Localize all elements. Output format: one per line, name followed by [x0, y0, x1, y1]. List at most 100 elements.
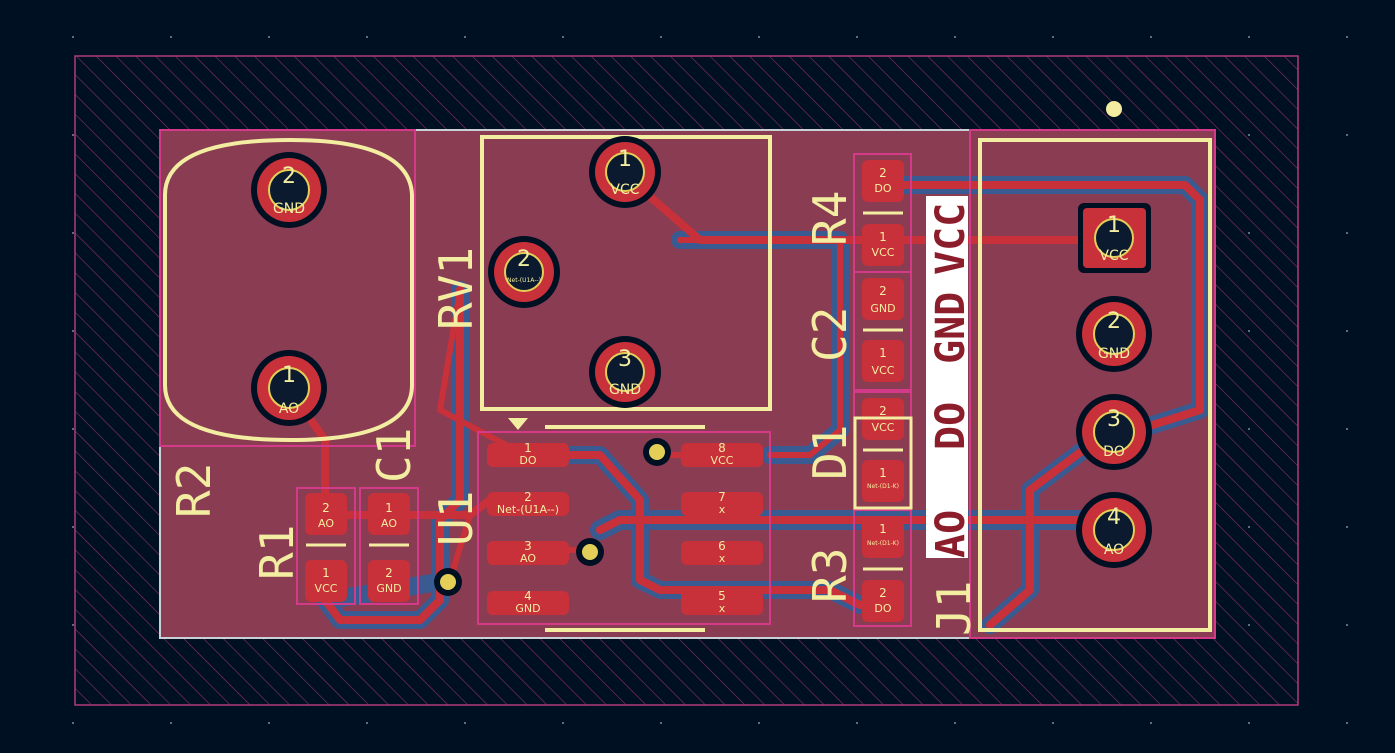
svg-text:2: 2	[322, 501, 330, 515]
svg-text:Net-(U1A--): Net-(U1A--)	[507, 277, 541, 284]
keepout-zone	[74, 55, 1299, 706]
svg-text:5: 5	[718, 589, 726, 603]
connector-label-plate	[926, 196, 968, 558]
vias	[434, 101, 1122, 596]
label-do: DO	[928, 402, 974, 450]
r1-pad-2[interactable]: 2 AO	[305, 493, 347, 535]
ref-d1: D1	[803, 425, 857, 480]
rv1-pad-2[interactable]: 2 Net-(U1A--)	[488, 236, 560, 308]
svg-text:3: 3	[1107, 407, 1121, 432]
j1-pad-4[interactable]: 4 AO	[1076, 492, 1152, 568]
ref-r2: R2	[167, 463, 221, 518]
u1-pad-1[interactable]: 1 DO	[487, 441, 569, 467]
svg-text:1: 1	[282, 363, 296, 388]
svg-text:1: 1	[618, 147, 632, 172]
rv1-pad-3[interactable]: 3 GND	[589, 336, 661, 408]
svg-text:7: 7	[718, 490, 726, 504]
c1-pad-1[interactable]: 1 AO	[368, 493, 410, 535]
svg-text:GND: GND	[273, 201, 305, 217]
svg-text:6: 6	[718, 539, 726, 553]
svg-text:AO: AO	[279, 401, 299, 417]
svg-text:GND: GND	[1098, 346, 1130, 362]
svg-text:VCC: VCC	[315, 582, 338, 595]
svg-text:AO: AO	[1104, 542, 1124, 558]
svg-text:2: 2	[385, 566, 393, 580]
svg-text:VCC: VCC	[610, 182, 639, 198]
label-gnd: GND	[928, 292, 974, 364]
svg-text:1: 1	[322, 566, 330, 580]
r3-pad-2[interactable]: 2 DO	[862, 580, 904, 622]
j1-pad-2[interactable]: 2 GND	[1076, 296, 1152, 372]
svg-text:AO: AO	[318, 517, 334, 530]
svg-text:1: 1	[879, 346, 887, 360]
svg-text:8: 8	[718, 441, 726, 455]
j1-pad-3[interactable]: 3 DO	[1076, 394, 1152, 470]
u1-pad-2[interactable]: 2 Net-(U1A--)	[487, 490, 569, 516]
ref-r4: R4	[803, 191, 857, 246]
j1-footprint[interactable]	[969, 129, 1216, 639]
svg-text:AO: AO	[381, 517, 397, 530]
svg-text:4: 4	[524, 589, 532, 603]
svg-text:VCC: VCC	[872, 246, 895, 259]
ref-r1: R1	[250, 525, 304, 580]
u1-pad-8[interactable]: 8 VCC	[681, 441, 763, 467]
svg-text:GND: GND	[376, 582, 401, 595]
svg-text:GND: GND	[515, 602, 540, 615]
u1-pad-3[interactable]: 3 AO	[487, 539, 569, 565]
label-ao: AO	[928, 510, 974, 558]
svg-text:VCC: VCC	[872, 364, 895, 377]
svg-text:Net-(D1-K): Net-(D1-K)	[867, 483, 899, 490]
c1-pad-2[interactable]: 2 GND	[368, 560, 410, 602]
svg-text:1: 1	[1107, 213, 1121, 238]
svg-text:DO: DO	[1103, 444, 1125, 460]
j1-pad-1[interactable]: 1 VCC	[1078, 203, 1151, 273]
svg-text:1: 1	[879, 230, 887, 244]
svg-text:1: 1	[879, 522, 887, 536]
u1-footprint[interactable]	[477, 418, 771, 632]
r2-pad-1[interactable]: 1 AO	[251, 350, 327, 426]
r4-pad-1[interactable]: 1 VCC	[862, 224, 904, 266]
svg-text:x: x	[719, 552, 726, 565]
svg-text:2: 2	[517, 247, 531, 272]
svg-text:Net-(U1A--): Net-(U1A--)	[497, 503, 559, 516]
r1-pad-1[interactable]: 1 VCC	[305, 560, 347, 602]
c2-pad-1[interactable]: 1 VCC	[862, 340, 904, 382]
svg-text:DO: DO	[874, 182, 891, 195]
label-vcc: VCC	[928, 203, 974, 275]
svg-text:DO: DO	[519, 454, 536, 467]
svg-text:VCC: VCC	[1099, 248, 1128, 264]
svg-text:2: 2	[1107, 309, 1121, 334]
ref-j1: J1	[927, 581, 981, 636]
rv1-pad-1[interactable]: 1 VCC	[589, 136, 661, 208]
ref-c2: C2	[803, 307, 857, 362]
svg-text:2: 2	[524, 490, 532, 504]
board-outline	[159, 129, 1216, 639]
r4-pad-2[interactable]: 2 DO	[862, 160, 904, 202]
svg-text:GND: GND	[870, 302, 895, 315]
d1-pad-1[interactable]: 1 Net-(D1-K)	[862, 460, 904, 502]
r2-footprint[interactable]	[159, 129, 416, 447]
svg-text:x: x	[719, 503, 726, 516]
r3-pad-1[interactable]: 1 Net-(D1-K)	[862, 516, 904, 558]
svg-text:1: 1	[524, 441, 532, 455]
c2-pad-2[interactable]: 2 GND	[862, 278, 904, 320]
r2-pad-2[interactable]: 2 GND	[251, 152, 327, 228]
svg-text:DO: DO	[874, 602, 891, 615]
silk-details	[306, 211, 913, 571]
svg-text:3: 3	[524, 539, 532, 553]
reference-designators: R2 RV1 C1 R1 U1 R4 C2 D1 R3 J1	[167, 191, 981, 636]
ref-r3: R3	[803, 548, 857, 603]
ref-c1: C1	[367, 428, 421, 483]
svg-text:3: 3	[618, 347, 632, 372]
svg-text:1: 1	[879, 466, 887, 480]
svg-text:2: 2	[879, 586, 887, 600]
svg-text:2: 2	[879, 404, 887, 418]
u1-pad-7[interactable]: 7 x	[681, 490, 763, 516]
svg-text:4: 4	[1107, 505, 1121, 530]
u1-pad-5[interactable]: 5 x	[681, 589, 763, 615]
svg-text:1: 1	[385, 501, 393, 515]
u1-pad-6[interactable]: 6 x	[681, 539, 763, 565]
ref-u1: U1	[429, 491, 483, 546]
u1-pad-4[interactable]: 4 GND	[487, 589, 569, 615]
